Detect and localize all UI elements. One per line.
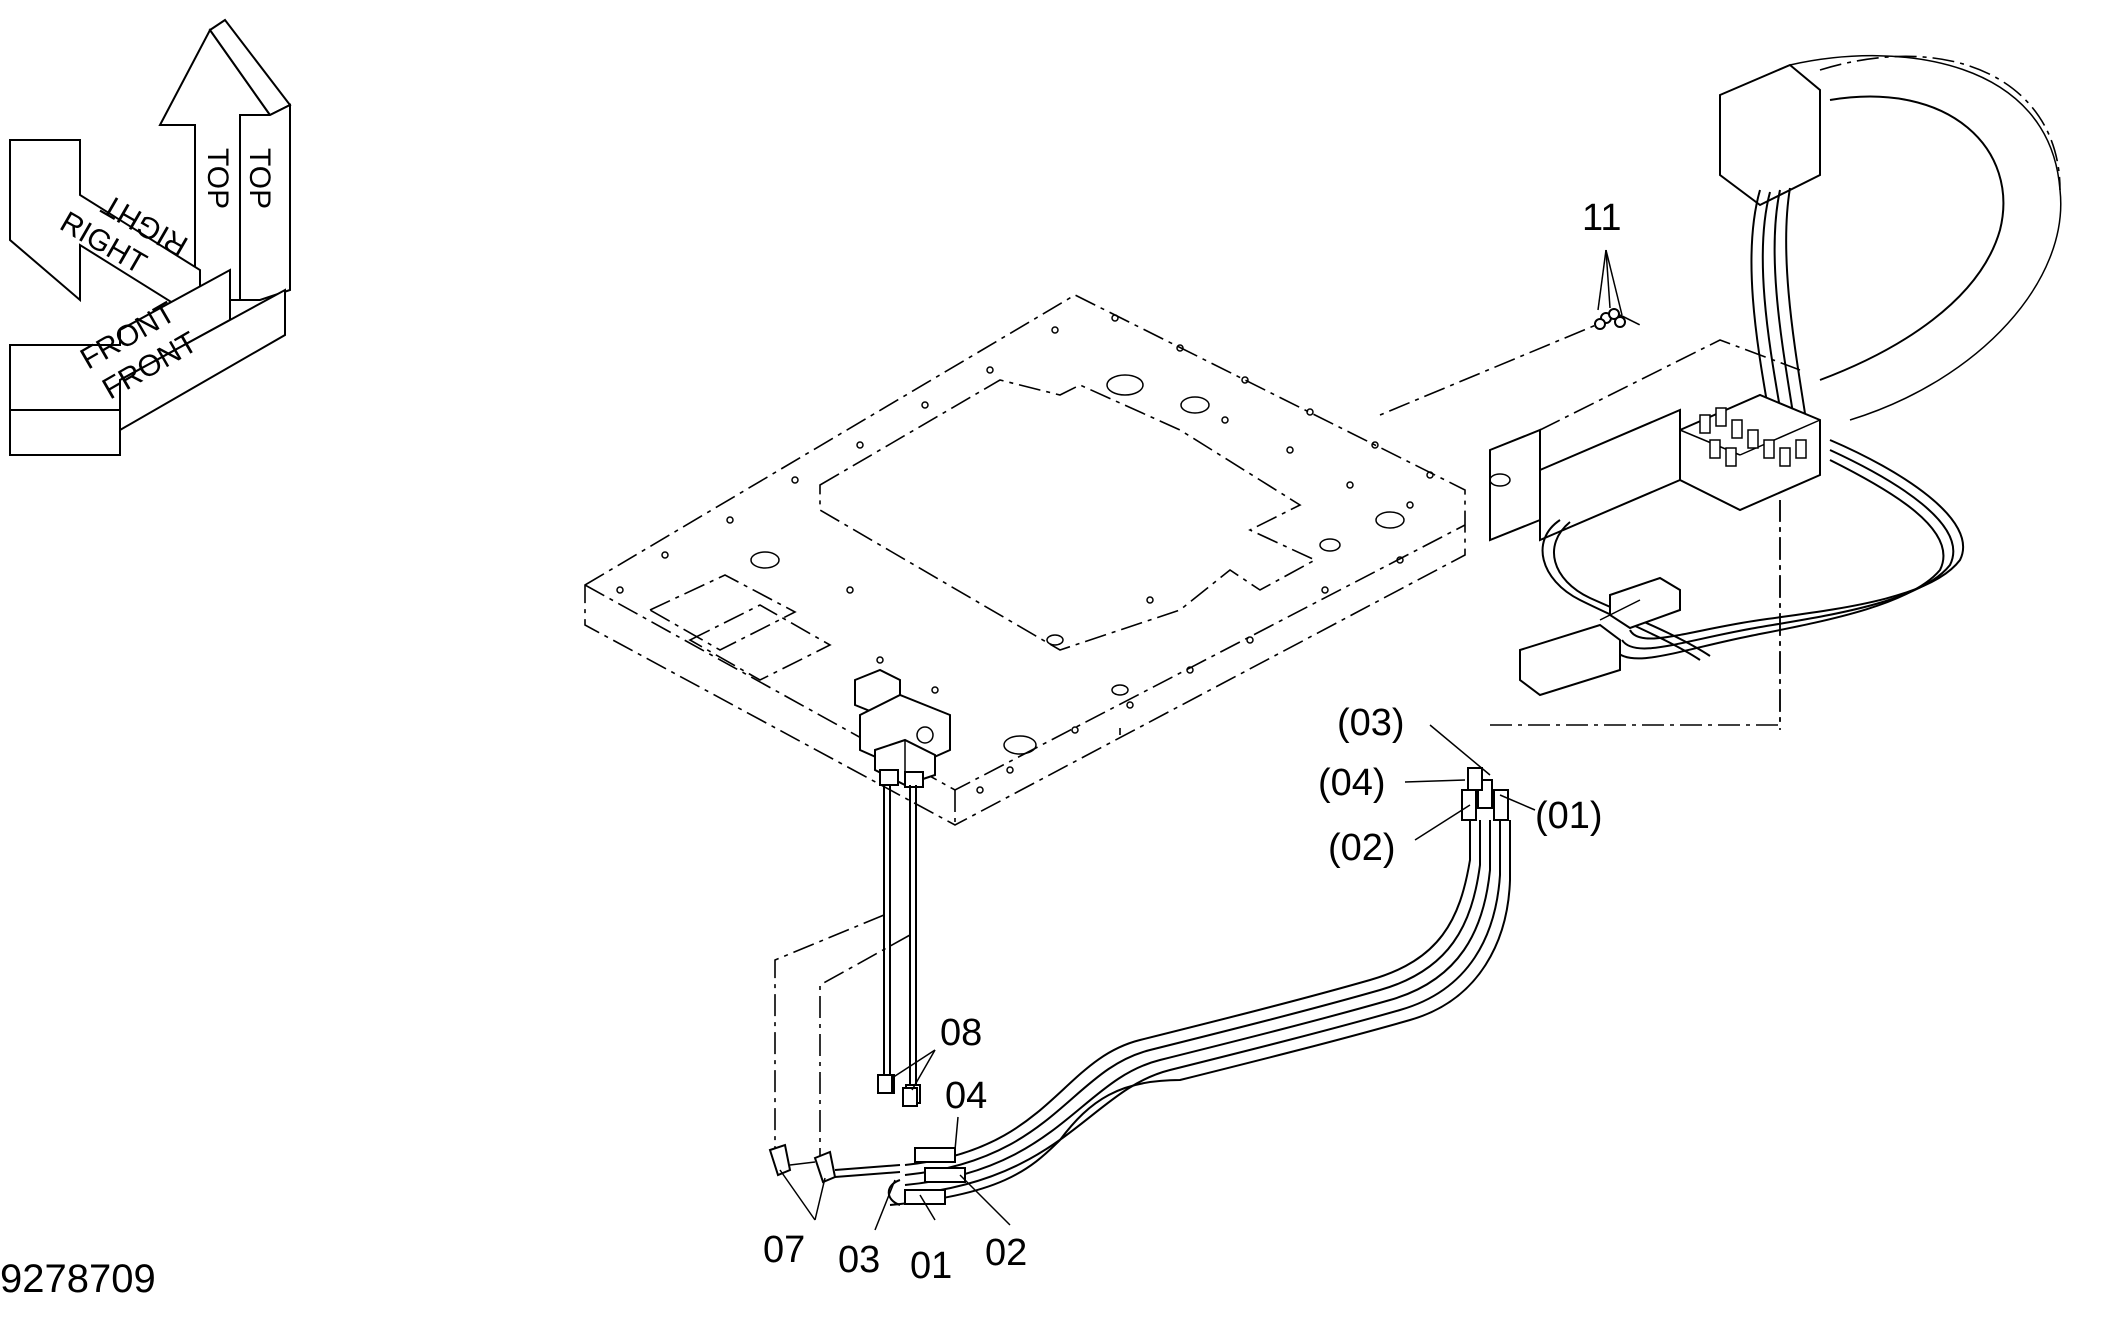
hose-fittings-upper bbox=[1461, 767, 1509, 821]
top-label: TOP bbox=[243, 148, 276, 209]
callout-03-ref: (03) bbox=[1337, 702, 1405, 744]
hose-bundle bbox=[889, 820, 1511, 1206]
callout-04: 04 bbox=[945, 1075, 987, 1117]
callout-02: 02 bbox=[985, 1232, 1027, 1274]
hose-fittings-lower bbox=[887, 1147, 966, 1206]
foot-valve bbox=[854, 668, 951, 788]
manifold-assembly bbox=[1489, 54, 2062, 730]
callout-04-ref: (04) bbox=[1318, 762, 1386, 804]
fastener-group-11 bbox=[1594, 249, 1626, 330]
drawing-number: 9278709 bbox=[0, 1257, 156, 1301]
callout-01-ref: (01) bbox=[1535, 795, 1603, 837]
callout-08: 08 bbox=[940, 1012, 982, 1054]
callout-01: 01 bbox=[910, 1245, 952, 1287]
phantom-leaders bbox=[774, 314, 1781, 1160]
valve-pipes bbox=[879, 785, 921, 1104]
callout-03: 03 bbox=[838, 1239, 880, 1281]
orientation-indicator: TOP TOP RIGHT RIGHT FRONT FRONT bbox=[9, 18, 292, 456]
elbow-fitting-07 bbox=[768, 1143, 901, 1184]
callout-11: 11 bbox=[1582, 197, 1621, 239]
top-label-mirror: TOP bbox=[201, 148, 234, 209]
callout-02-ref: (02) bbox=[1328, 827, 1396, 869]
callout-07: 07 bbox=[763, 1229, 805, 1271]
leader-lines bbox=[779, 724, 1536, 1231]
floor-plate bbox=[584, 294, 1466, 826]
fitting-08 bbox=[877, 1049, 936, 1107]
